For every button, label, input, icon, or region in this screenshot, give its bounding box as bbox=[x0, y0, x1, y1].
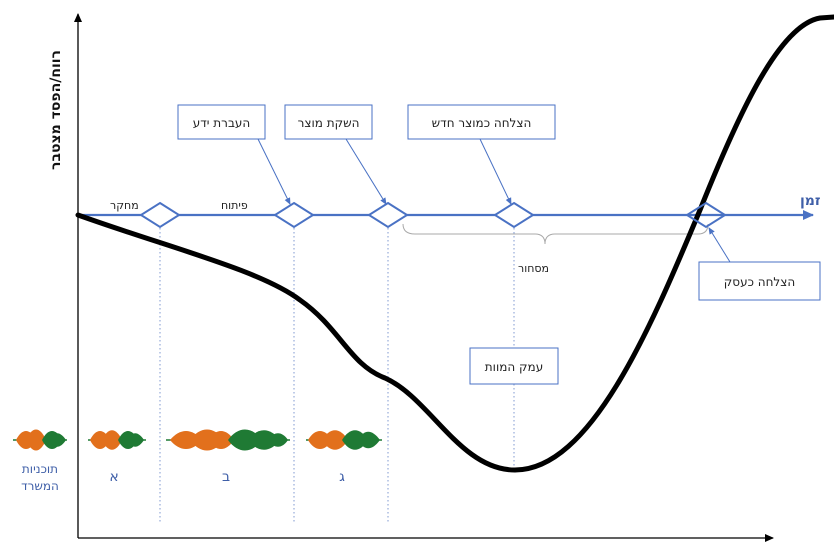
callout-valley-of-death-text: עמק המוות bbox=[485, 360, 543, 374]
label-program-b: ב bbox=[222, 469, 230, 485]
x-axis-label: זמן bbox=[800, 193, 821, 209]
leaf-icon-office-programs bbox=[13, 429, 67, 451]
label-office-programs-line2: המשרד bbox=[21, 479, 59, 493]
leaf-icon-program-c bbox=[306, 430, 382, 450]
diamond-knowledge-transfer bbox=[273, 201, 315, 229]
callout-valley-of-death: עמק המוות bbox=[469, 347, 559, 385]
phase-development: פיתוח bbox=[221, 199, 248, 212]
diamond-business-success bbox=[685, 201, 727, 229]
callout-new-product-success-text: הצלחה כמוצר חדש bbox=[432, 116, 532, 130]
label-program-a: א bbox=[109, 469, 118, 485]
diamond-product-launch bbox=[367, 201, 409, 229]
diamond-research-end bbox=[139, 201, 181, 229]
label-office-programs-line1: תוכניות bbox=[22, 462, 58, 476]
leaf-icon-program-b bbox=[166, 429, 290, 451]
y-axis-label: רווח/הפסד מצטבר bbox=[48, 50, 64, 170]
callout-new-product-success: הצלחה כמוצר חדש bbox=[407, 104, 556, 140]
callout-business-success: הצלחה כעסק bbox=[698, 261, 821, 301]
callout-product-launch: השקת מוצר bbox=[284, 104, 373, 140]
callout-knowledge-transfer: העברת ידע bbox=[177, 104, 266, 140]
cumulative-curve bbox=[75, 14, 834, 473]
phase-research: מחקר bbox=[110, 199, 139, 212]
callout-business-success-text: הצלחה כעסק bbox=[724, 275, 795, 289]
label-program-c: ג bbox=[339, 469, 345, 485]
callout-knowledge-transfer-text: העברת ידע bbox=[193, 116, 251, 130]
callout-connectors bbox=[257, 138, 731, 263]
commercialization-bracket bbox=[402, 223, 709, 245]
leaf-icon-program-a bbox=[88, 430, 146, 450]
callout-product-launch-text: השקת מוצר bbox=[298, 116, 360, 130]
phase-commercialization: מסחור bbox=[518, 262, 549, 275]
diamond-new-product-success bbox=[493, 201, 535, 229]
dotted-guides bbox=[159, 228, 515, 522]
milestone-diamonds bbox=[139, 201, 535, 229]
